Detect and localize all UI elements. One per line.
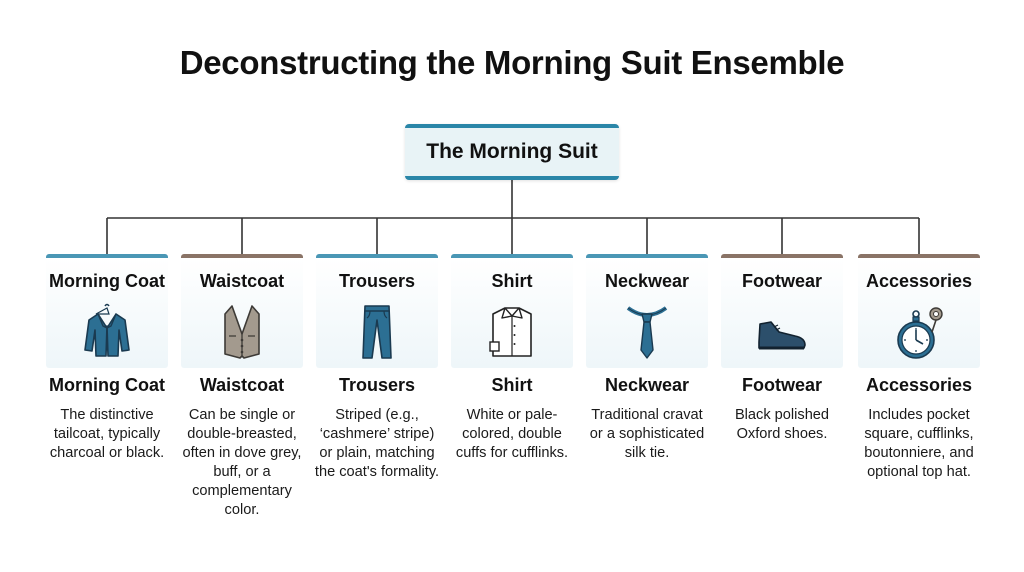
tie-icon <box>626 306 668 359</box>
item-description: Includes pocket square, cufflinks, bouto… <box>864 407 974 480</box>
card-title: Waistcoat <box>199 271 285 291</box>
card-waistcoat: Waistcoat <box>181 254 303 368</box>
card-title: Morning Coat <box>49 271 165 291</box>
item-description: Traditional cravat or a sophisticated si… <box>589 407 705 461</box>
item-label: Waistcoat <box>199 375 285 395</box>
card-footwear: Footwear <box>721 254 843 368</box>
card-title: Accessories <box>865 271 973 291</box>
card-title: Trousers <box>338 271 416 291</box>
morning-coat-icon <box>84 303 130 357</box>
card-trousers: Trousers <box>316 254 438 368</box>
item-description: White or pale-colored, double cuffs for … <box>455 407 569 461</box>
trousers-icon <box>362 305 392 359</box>
item-description: The distinctive tailcoat, typically char… <box>49 407 165 461</box>
item-description: Striped (e.g., ‘cashmere’ stripe) or pla… <box>314 407 440 480</box>
item-label: Trousers <box>338 375 416 395</box>
waistcoat-icon <box>224 305 260 359</box>
item-description: Can be single or double-breasted, often … <box>182 407 302 518</box>
item-label: Footwear <box>741 375 822 395</box>
card-title: Footwear <box>741 271 822 291</box>
card-accessories: Accessories <box>858 254 980 368</box>
card-morning-coat: Morning Coat <box>46 254 168 368</box>
item-description: Black polished Oxford shoes. <box>734 407 830 442</box>
oxford-shoe-icon <box>758 321 806 350</box>
item-label: Accessories <box>865 375 973 395</box>
item-label: Morning Coat <box>49 375 165 395</box>
pocket-watch-icon <box>897 307 943 359</box>
card-neckwear: Neckwear <box>586 254 708 368</box>
card-title: Shirt <box>491 271 533 291</box>
item-label: Neckwear <box>604 375 690 395</box>
diagram-title: Deconstructing the Morning Suit Ensemble <box>179 44 845 81</box>
card-shirt: Shirt <box>451 254 573 368</box>
item-label: Shirt <box>491 375 533 395</box>
root-node: The Morning Suit <box>405 124 619 180</box>
card-title: Neckwear <box>604 271 690 291</box>
shirt-icon <box>489 307 532 357</box>
